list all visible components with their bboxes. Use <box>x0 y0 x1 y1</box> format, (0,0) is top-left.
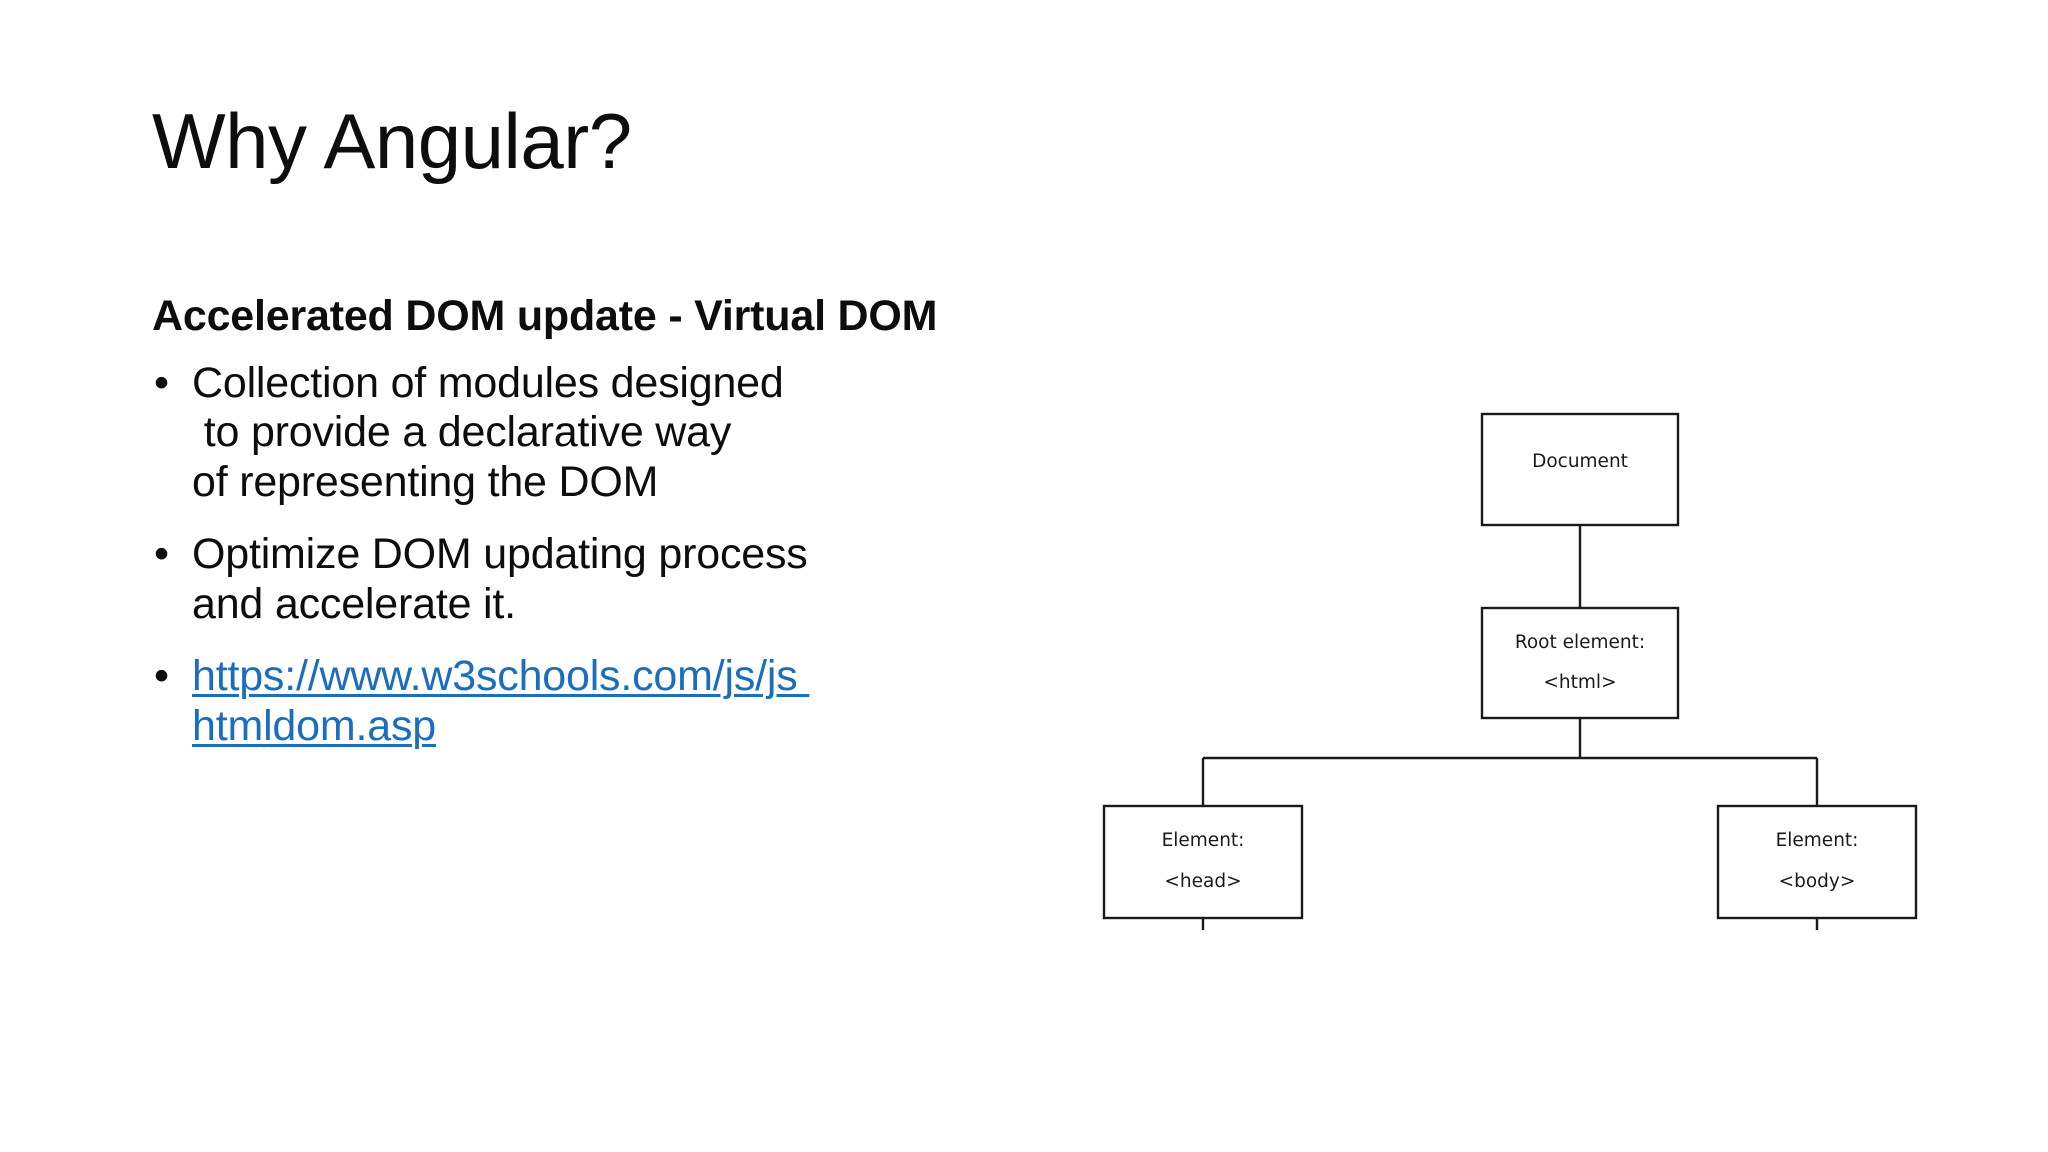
bullet-text: Optimize DOM updating process and accele… <box>192 530 1022 630</box>
bullet-text: Collection of modules designed to provid… <box>192 359 1022 509</box>
bullet-marker: • <box>154 651 169 700</box>
node-label-line2: <head> <box>1164 871 1241 892</box>
node-box <box>1716 804 1918 920</box>
bullet-line: Collection of modules designed <box>192 358 784 407</box>
node-label-line2: <html> <box>1543 672 1616 693</box>
dom-tree-diagram: Document Root element: <html> Element: <… <box>1090 400 2048 930</box>
link-line[interactable]: https://www.w3schools.com/js/js <box>192 651 810 700</box>
list-item: • Optimize DOM updating process and acce… <box>152 530 1022 630</box>
bullet-line: to provide a declarative way <box>192 408 732 457</box>
link-line[interactable]: htmldom.asp <box>192 701 436 750</box>
dom-node-root-html: Root element: <html> <box>1480 606 1680 720</box>
list-item-link: • https://www.w3schools.com/js/js htmldo… <box>152 652 1022 752</box>
dom-connectors <box>1201 525 1819 930</box>
bullet-line: Optimize DOM updating process <box>192 530 808 579</box>
bullet-marker: • <box>154 530 169 579</box>
bullet-marker: • <box>154 358 169 407</box>
node-label-line1: Element: <box>1162 830 1245 851</box>
w3schools-link[interactable]: https://www.w3schools.com/js/js htmldom.… <box>192 652 1022 752</box>
dom-node-body: Element: <body> <box>1716 804 1918 920</box>
node-label-line1: Element: <box>1776 830 1859 851</box>
bullet-list: • Collection of modules designed to prov… <box>152 359 1022 752</box>
page-title: Why Angular? <box>152 97 632 185</box>
lead-heading: Accelerated DOM update - Virtual DOM <box>152 292 938 340</box>
node-box <box>1102 804 1304 920</box>
dom-node-head: Element: <head> <box>1102 804 1304 920</box>
node-label-line1: Document <box>1532 451 1628 472</box>
node-box <box>1480 606 1680 720</box>
bullet-line: of representing the DOM <box>192 458 659 507</box>
node-box <box>1480 412 1680 527</box>
content-body: Accelerated DOM update - Virtual DOM • C… <box>152 292 1022 774</box>
list-item: • Collection of modules designed to prov… <box>152 359 1022 509</box>
bullet-line: and accelerate it. <box>192 580 516 629</box>
node-label-line1: Root element: <box>1515 632 1645 653</box>
dom-node-document: Document <box>1480 412 1680 527</box>
node-label-line2: <body> <box>1779 871 1856 892</box>
